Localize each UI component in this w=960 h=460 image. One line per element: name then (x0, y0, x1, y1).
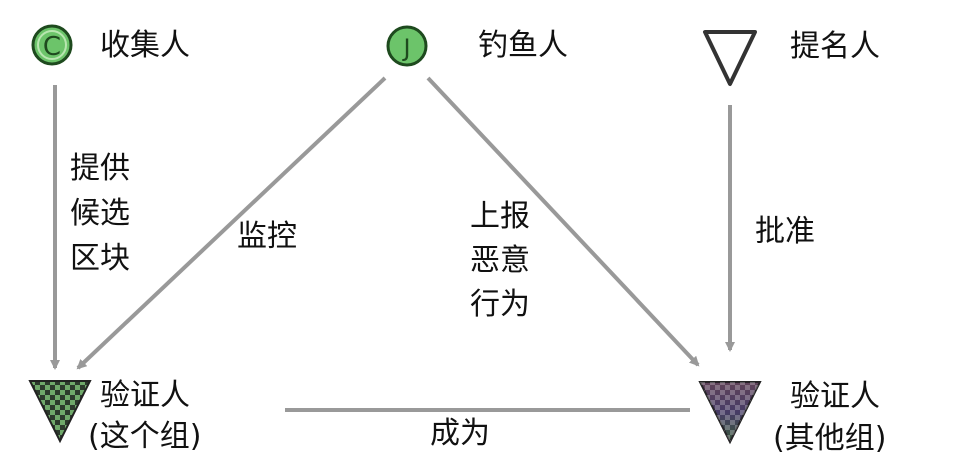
svg-text:J: J (401, 34, 410, 62)
monitor-label: 监控 (237, 219, 297, 254)
fisherman-label: 钓鱼人 (478, 28, 568, 63)
validator-other-sublabel: (其他组) (773, 421, 886, 456)
svg-text:提供: 提供 (70, 151, 130, 186)
arrow-fisherman-to-validator-other (426, 76, 700, 367)
validator-other-icon (698, 381, 762, 445)
svg-text:上报: 上报 (470, 199, 530, 234)
collector-label: 收集人 (100, 28, 190, 63)
svg-text:C: C (43, 32, 61, 62)
collector-icon: C (31, 24, 73, 66)
provide-block-label: 提供 候选 区块 (70, 151, 130, 276)
validator-this-icon (28, 380, 92, 444)
validator-this-sublabel: (这个组) (88, 419, 201, 454)
become-label: 成为 (430, 416, 490, 451)
validator-this-label: 验证人 (100, 378, 190, 413)
validator-other-label: 验证人 (790, 379, 880, 414)
svg-text:行为: 行为 (470, 287, 530, 322)
report-label: 上报 恶意 行为 (470, 199, 530, 322)
arrow-fisherman-to-validator-this (76, 76, 387, 370)
approve-label: 批准 (755, 214, 815, 249)
svg-text:恶意: 恶意 (470, 243, 530, 278)
nominator-label: 提名人 (790, 29, 880, 64)
fisherman-icon: J (386, 25, 428, 67)
nominator-icon (703, 30, 757, 86)
svg-text:候选: 候选 (70, 196, 130, 231)
svg-text:区块: 区块 (70, 241, 130, 276)
